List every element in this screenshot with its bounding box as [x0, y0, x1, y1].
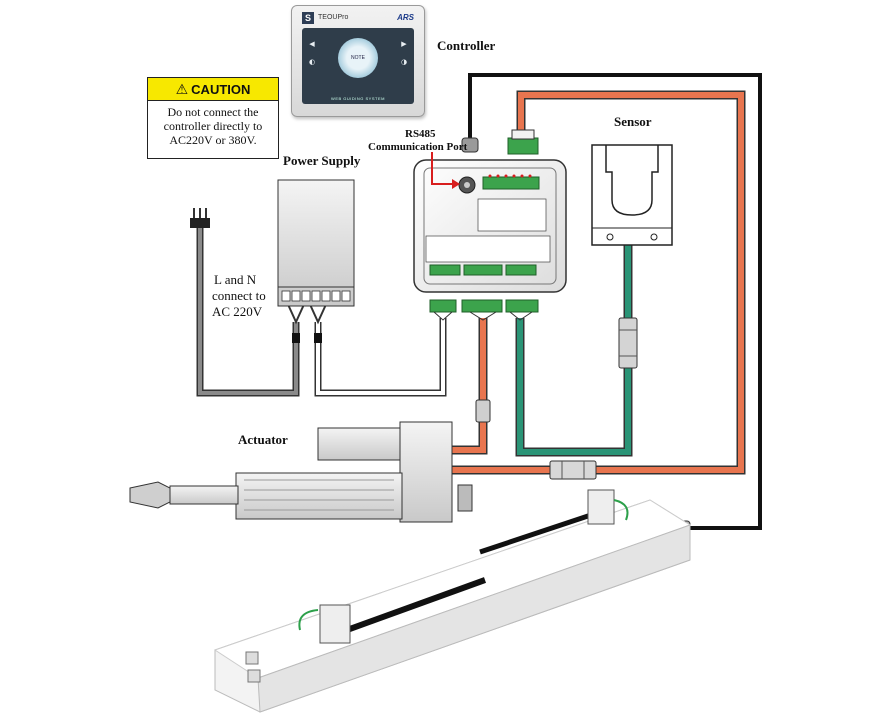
label-communication-port: Communication Port — [368, 141, 468, 153]
controller-brand: ARS — [397, 13, 414, 22]
sensor-green-cable — [515, 245, 638, 457]
label-actuator: Actuator — [238, 432, 288, 447]
label-power-supply: Power Supply — [283, 153, 361, 168]
caution-text: Do not connect the controller directly t… — [163, 105, 263, 147]
controller-footer: WEB GUIDING SYSTEM — [331, 96, 385, 101]
caution-header: ⚠ CAUTION — [148, 78, 278, 101]
label-controller: Controller — [437, 38, 496, 53]
label-ac220v: AC 220V — [212, 304, 263, 319]
power-supply-unit — [277, 179, 355, 307]
controller-logo: S — [302, 12, 314, 24]
controller-topbar: S TEOUPro ARS — [302, 12, 414, 26]
screen-right2-icon: ◑ — [400, 58, 408, 66]
sensor-fork — [591, 144, 673, 246]
controller-box — [413, 159, 567, 321]
label-connect-to: connect to — [212, 288, 266, 303]
screen-right-icon: ▶ — [401, 40, 407, 48]
caution-box: ⚠ CAUTION Do not connect the controller … — [147, 77, 279, 159]
power-cables — [190, 208, 447, 397]
screen-left-icon: ◀ — [309, 40, 315, 48]
actuator-orange-cable — [452, 318, 491, 455]
controller-dial: NOTE — [338, 38, 378, 78]
label-sensor: Sensor — [614, 114, 652, 129]
sensor-orange-cable — [452, 90, 746, 475]
web-guide-frame — [213, 489, 692, 713]
label-rs485: RS485 — [405, 128, 436, 140]
actuator — [129, 421, 473, 523]
screen-left2-icon: ◐ — [308, 58, 316, 66]
caution-title: CAUTION — [191, 81, 251, 97]
controller-hmi: S TEOUPro ARS ◀ ◐ ▶ ◑ NOTE WEB GUIDING S… — [291, 5, 425, 117]
warning-triangle-icon: ⚠ — [175, 80, 189, 97]
controller-model: TEOUPro — [318, 14, 349, 21]
controller-screen: ◀ ◐ ▶ ◑ NOTE WEB GUIDING SYSTEM — [302, 28, 414, 104]
label-l-and-n: L and N — [214, 272, 257, 287]
inline-connector — [549, 460, 597, 480]
rs485-arrow — [431, 152, 460, 189]
